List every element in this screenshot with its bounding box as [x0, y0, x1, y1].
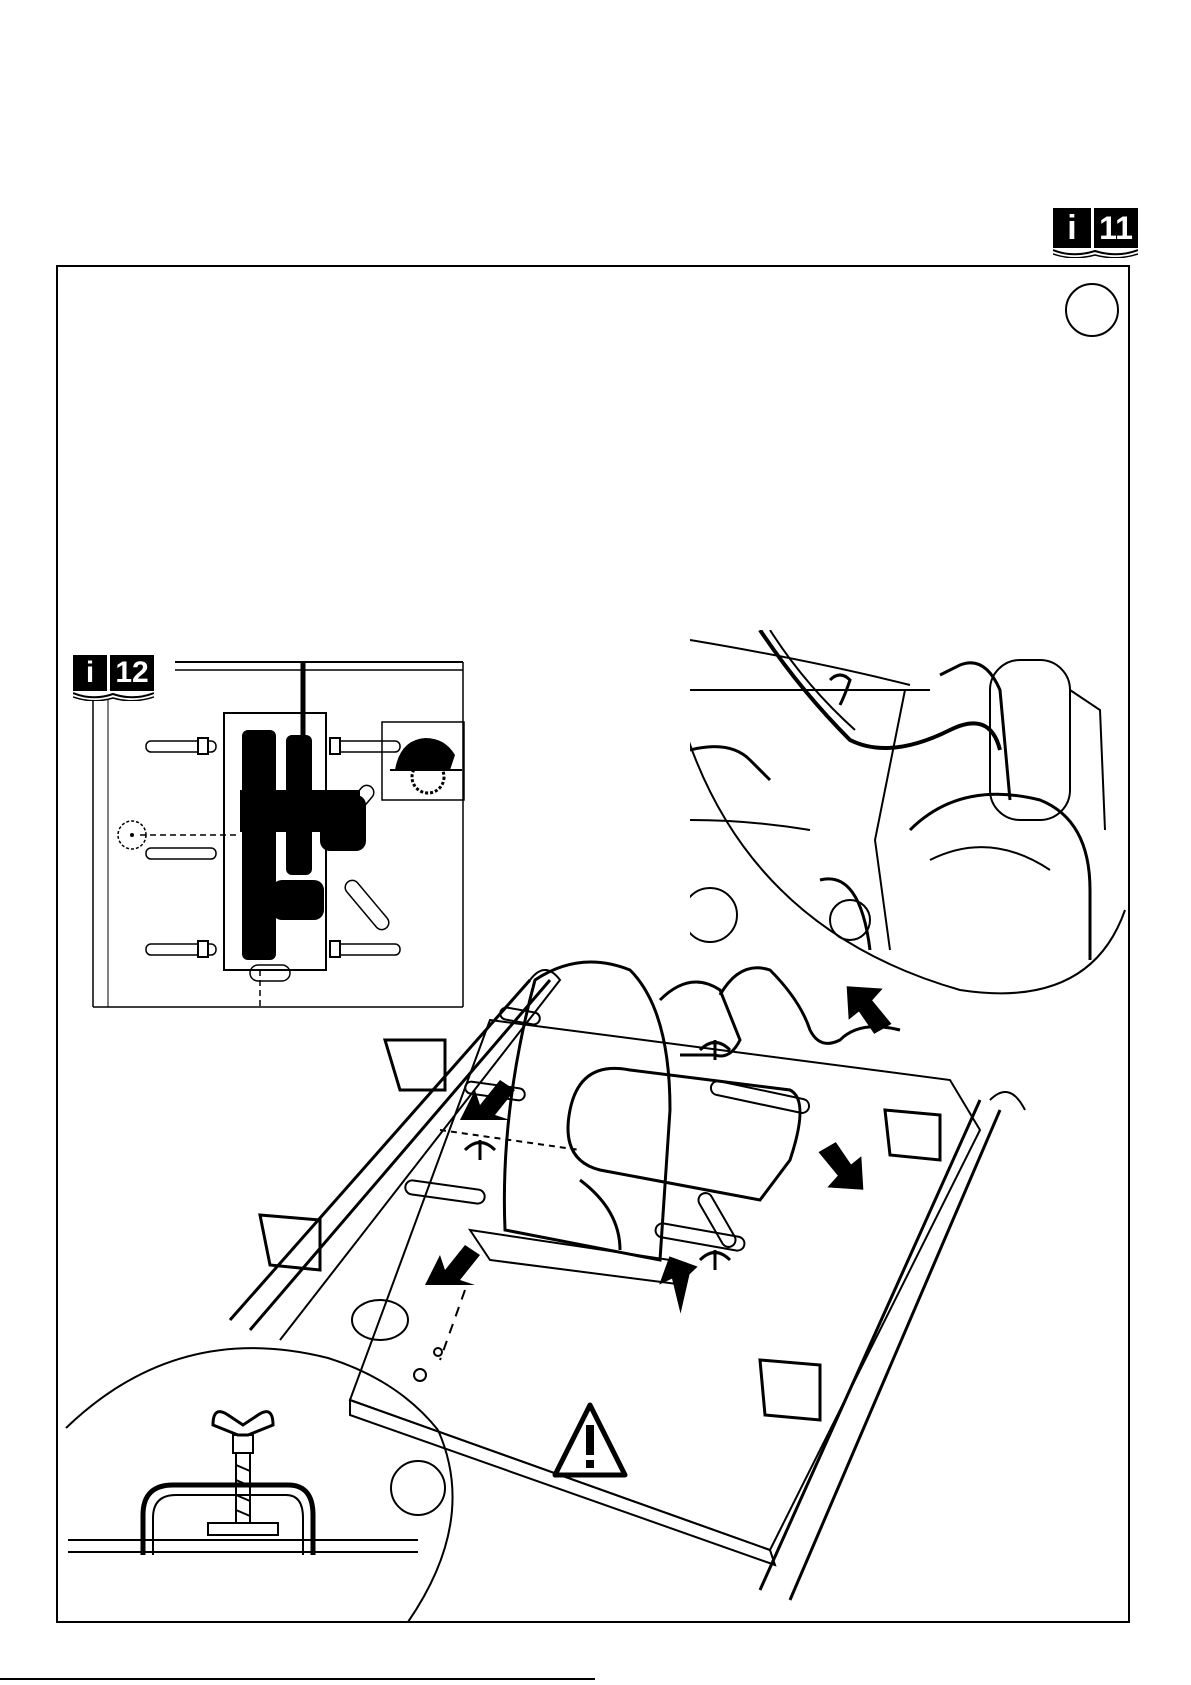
detail-view-wing-nut: [58, 1340, 458, 1622]
book-pages-icon: [1053, 248, 1138, 258]
direction-arrows: [425, 971, 900, 1313]
detail-view-cable-clip: [690, 630, 1130, 1000]
saw-blade-guard: [242, 730, 276, 960]
detail-label-circle: [690, 888, 737, 942]
warning-triangle-icon: [555, 1405, 625, 1475]
info-book-icon: i: [1053, 208, 1091, 248]
page-bottom-rule: [0, 1678, 595, 1680]
figure-label-circle: [1065, 283, 1119, 337]
reference-number: 11: [1094, 208, 1138, 248]
plan-view-inset: [90, 660, 475, 1010]
manual-reference-badge: i 11: [1053, 208, 1138, 248]
detail-label-circle: [391, 1461, 445, 1515]
circular-saw-icon: [382, 722, 464, 800]
